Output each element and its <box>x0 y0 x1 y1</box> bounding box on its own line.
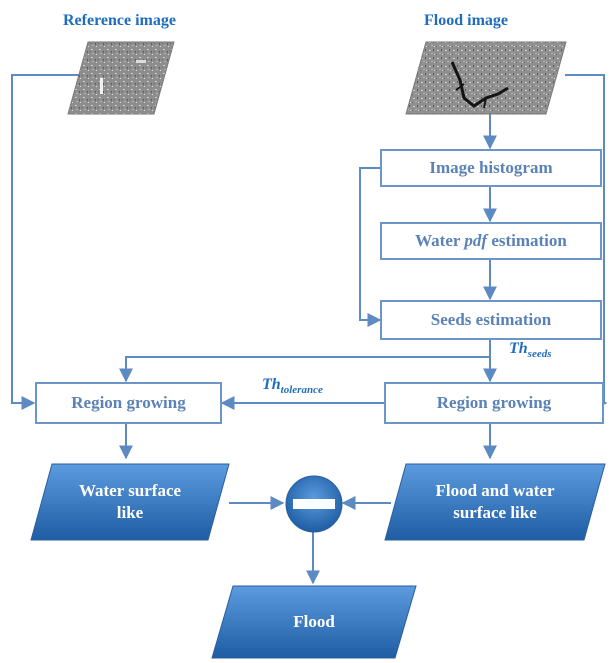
th-seeds-label: Thseeds <box>509 340 552 360</box>
th-seeds-sub: seeds <box>527 348 552 360</box>
water-surface-line1: Water surface <box>78 481 182 500</box>
flood-image-title: Flood image <box>424 12 508 29</box>
region-growing-left-box: Region growing <box>35 382 222 424</box>
flood-image-thumbnail <box>405 41 567 115</box>
reference-image-thumbnail <box>67 41 175 115</box>
water-pdf-label-pdf: pdf <box>464 231 488 250</box>
minus-circle-icon <box>285 475 343 533</box>
th-tolerance-main: Th <box>262 376 281 393</box>
water-pdf-label-end: estimation <box>487 231 567 250</box>
water-surface-line2: like <box>116 503 144 522</box>
flood-output-label: Flood <box>293 612 335 631</box>
reference-image-title: Reference image <box>63 12 176 29</box>
image-histogram-box: Image histogram <box>380 149 602 187</box>
flood-water-line2: surface like <box>453 503 537 522</box>
region-growing-right-box: Region growing <box>384 382 604 424</box>
connector-th-seeds-to-left-region <box>119 356 490 383</box>
water-pdf-estimation-box: Water pdf estimation <box>380 222 602 260</box>
connector-flood-to-right-region <box>565 74 608 410</box>
connector-reference-to-region <box>11 74 82 410</box>
th-tolerance-sub: tolerance <box>280 384 323 396</box>
seeds-estimation-box: Seeds estimation <box>380 300 602 340</box>
flood-and-water-output: Flood and water surface like <box>384 463 606 541</box>
connector-histogram-to-seeds <box>359 167 382 327</box>
flood-output: Flood <box>211 585 417 663</box>
water-pdf-label-start: Water <box>415 231 465 250</box>
th-seeds-main: Th <box>509 340 528 357</box>
th-tolerance-label: Thtolerance <box>262 376 323 396</box>
water-surface-output: Water surface like <box>30 463 230 541</box>
flood-water-line1: Flood and water <box>435 481 555 500</box>
